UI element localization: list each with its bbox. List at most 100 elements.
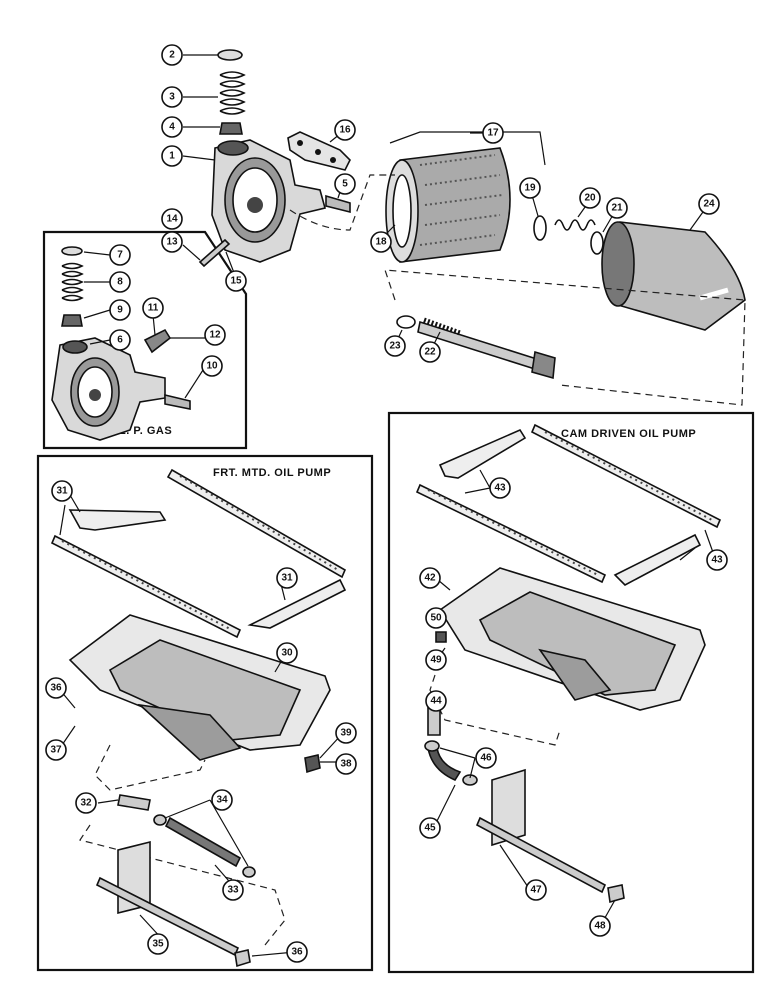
svg-text:35: 35 [152,939,164,950]
spring-20 [554,219,596,231]
gasket-43-lower-right [613,533,702,586]
callout-24: 24 [698,193,720,215]
dashed-guide-front [94,744,206,791]
svg-text:50: 50 [430,613,442,624]
callout-32: 32 [75,792,97,814]
callout-37: 37 [45,739,67,761]
oil-pan-front [68,614,331,761]
clamp-34a [153,814,167,826]
svg-text:36: 36 [50,683,62,694]
svg-text:13: 13 [166,237,178,248]
callout-8: 8 [109,271,131,293]
cam-driven-label: CAM DRIVEN OIL PUMP [561,428,696,440]
svg-text:31: 31 [56,486,68,497]
svg-text:49: 49 [430,655,442,666]
svg-text:8: 8 [117,277,123,288]
callout-4: 4 [161,116,183,138]
svg-text:36: 36 [291,947,303,958]
bracket-17 [389,131,546,166]
callout-18: 18 [370,231,392,253]
callout-5: 5 [334,173,356,195]
gasket-23 [396,315,416,329]
oil-pan-cam [438,567,706,711]
filter-shell [601,221,746,331]
svg-text:45: 45 [424,823,436,834]
bolt-13 [198,238,231,268]
callout-11: 11 [142,297,164,319]
callout-39: 39 [335,722,357,744]
dashed-guide-cam [429,674,561,746]
svg-text:33: 33 [227,885,239,896]
svg-text:21: 21 [611,203,623,214]
callout-31-left: 31 [51,480,73,502]
callout-31-right: 31 [276,567,298,589]
callout-49: 49 [425,649,447,671]
svg-text:5: 5 [342,179,348,190]
cam-driven-panel-frame [387,411,755,974]
callout-12: 12 [204,324,226,346]
callout-20: 20 [579,187,601,209]
callout-9: 9 [109,299,131,321]
svg-text:11: 11 [148,303,159,314]
svg-text:23: 23 [389,341,401,352]
callout-38: 38 [335,753,357,775]
callout-45: 45 [419,817,441,839]
svg-text:39: 39 [340,728,352,739]
svg-text:18: 18 [375,237,387,248]
lp-gas-panel-frame [42,230,248,450]
washer-21 [590,231,604,255]
svg-text:4: 4 [169,122,175,133]
svg-text:6: 6 [117,335,123,346]
svg-text:16: 16 [339,125,351,136]
svg-text:42: 42 [424,573,436,584]
svg-text:22: 22 [424,347,436,358]
callout-15: 15 [225,270,247,292]
callout-34: 34 [211,789,233,811]
callout-48: 48 [589,915,611,937]
callout-19: 19 [519,177,541,199]
gasket-43-long-top [530,423,722,529]
svg-text:34: 34 [216,795,228,806]
gasket-31-lower-right [247,578,347,629]
screen-35 [95,840,240,957]
callout-43-lower: 43 [706,549,728,571]
svg-text:19: 19 [524,183,536,194]
svg-text:15: 15 [230,276,242,287]
clamp-34b [242,866,256,878]
svg-text:24: 24 [703,199,715,210]
gasket-31-long-right [166,468,347,579]
svg-text:1: 1 [169,151,175,162]
svg-text:47: 47 [530,885,542,896]
plug-48 [607,884,625,904]
callout-43-upper: 43 [489,477,511,499]
svg-text:14: 14 [166,214,178,225]
gasket-16 [287,131,351,171]
filter-head-housing [211,139,326,263]
svg-text:43: 43 [711,555,723,566]
lp-gas-valve-stack [61,246,84,327]
callout-33: 33 [222,879,244,901]
callout-10: 10 [201,355,223,377]
callout-22: 22 [419,341,441,363]
svg-text:46: 46 [480,753,492,764]
callout-47: 47 [525,879,547,901]
lp-gas-housing [51,337,166,441]
front-mounted-panel-frame [36,454,374,972]
elbow-11 [143,328,172,354]
callout-3: 3 [161,86,183,108]
svg-text:31: 31 [281,573,293,584]
plug-36 [234,949,251,968]
clamp-46a [424,740,440,752]
washer-19 [533,215,547,241]
svg-text:10: 10 [206,361,218,372]
callout-50: 50 [425,607,447,629]
front-mounted-label: FRT. MTD. OIL PUMP [213,467,331,479]
clamp-46b [462,774,478,786]
svg-text:38: 38 [340,759,352,770]
svg-text:2: 2 [169,50,175,61]
svg-text:37: 37 [50,745,62,756]
svg-text:17: 17 [487,128,499,139]
fitting-10 [164,393,191,410]
